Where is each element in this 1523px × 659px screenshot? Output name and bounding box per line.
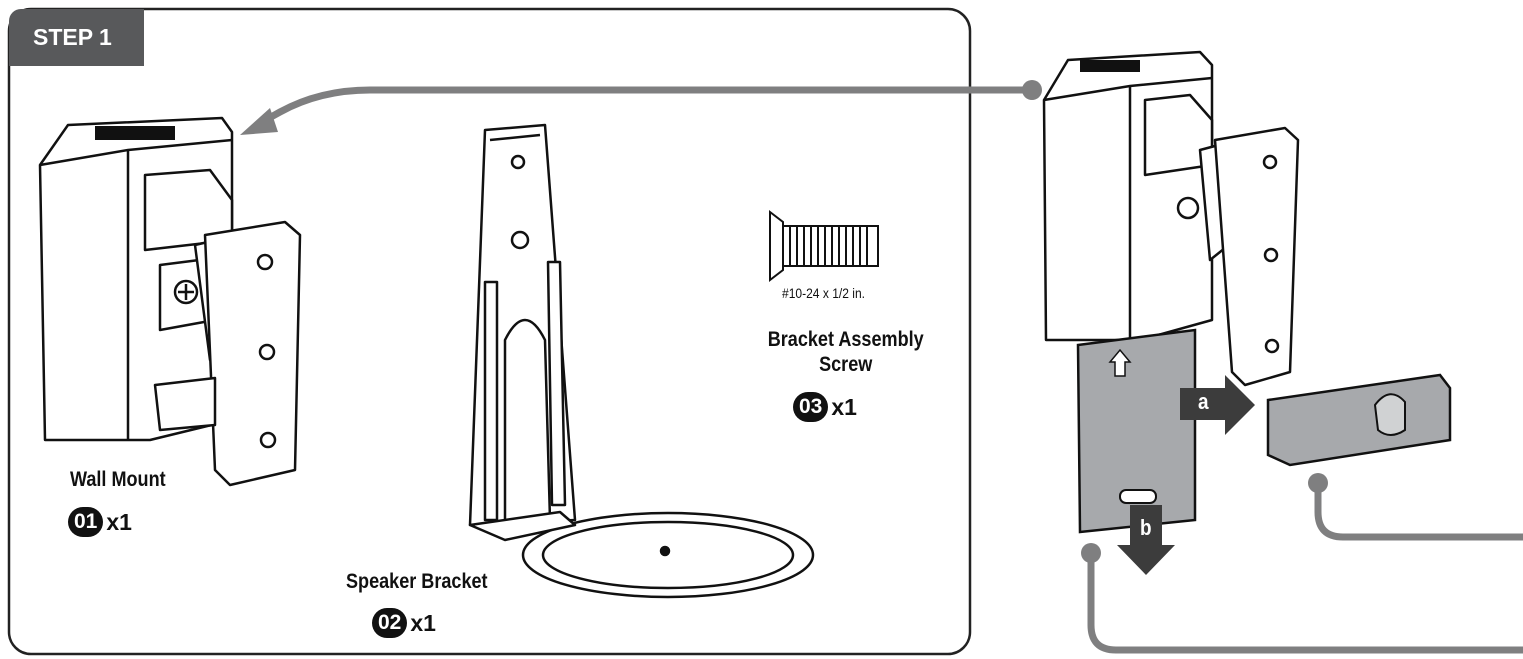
callout-a-label: a bbox=[1198, 389, 1209, 414]
mount-detail-illustration bbox=[1042, 50, 1300, 387]
screw-label-text: Bracket Assembly Screw bbox=[767, 328, 924, 376]
removed-cover bbox=[1266, 373, 1452, 467]
part-quantity: x1 bbox=[831, 393, 857, 420]
wall-mount-illustration bbox=[38, 116, 302, 487]
connector-arrow-top bbox=[260, 86, 1032, 126]
part-number-badge: 01 bbox=[68, 507, 104, 537]
connector-dot-cover bbox=[1308, 473, 1328, 493]
step-title: STEP 1 bbox=[9, 9, 144, 66]
screw-illustration bbox=[769, 209, 879, 283]
step-frame bbox=[7, 7, 972, 656]
callout-b-label: b bbox=[1140, 515, 1152, 540]
connector-dot-top bbox=[1022, 80, 1042, 100]
part-quantity: x1 bbox=[106, 508, 132, 535]
part-quantity: x1 bbox=[410, 609, 436, 636]
connector-line-plate bbox=[1087, 553, 1523, 654]
arrowhead-top bbox=[240, 108, 278, 135]
plate-slot bbox=[1119, 489, 1157, 504]
speaker-bracket-illustration bbox=[468, 123, 815, 599]
speaker-bracket-part-number: 02 x1 bbox=[372, 608, 436, 638]
up-arrow-icon bbox=[1108, 348, 1132, 377]
connector-dot-plate bbox=[1081, 543, 1101, 563]
part-number-badge: 03 bbox=[793, 392, 829, 422]
screw-part-number: 03 x1 bbox=[793, 392, 857, 422]
wall-mount-label: Wall Mount bbox=[70, 468, 166, 491]
arrow-a bbox=[1180, 375, 1255, 435]
connector-line-cover bbox=[1314, 483, 1523, 541]
screw-spec-label: #10-24 x 1/2 in. bbox=[782, 285, 866, 301]
screw-label: Bracket Assembly Screw bbox=[764, 327, 927, 377]
part-number-badge: 02 bbox=[372, 608, 408, 638]
arrow-b bbox=[1117, 505, 1175, 575]
removed-plate bbox=[1076, 328, 1197, 534]
speaker-bracket-label: Speaker Bracket bbox=[346, 570, 488, 593]
wall-mount-part-number: 01 x1 bbox=[68, 507, 132, 537]
